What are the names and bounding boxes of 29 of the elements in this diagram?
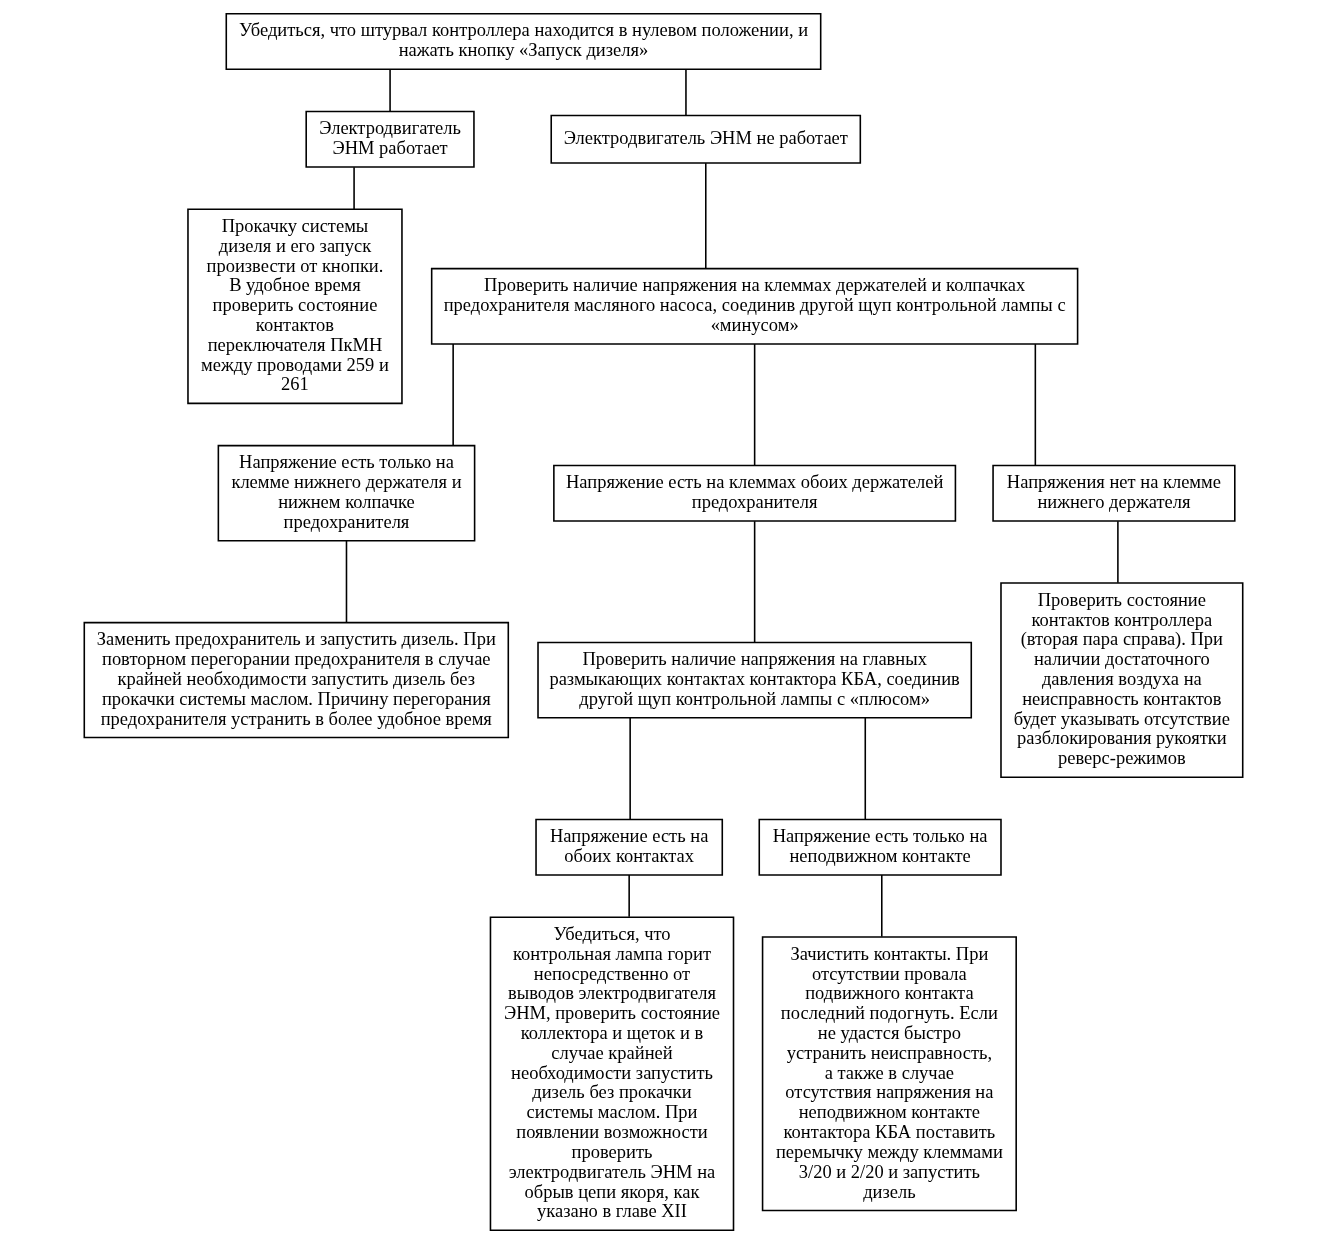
connector [627,874,630,918]
node-box: Проверить наличие напряжения на главных размыкающих контактах контактора КБА, соединив другой щуп контрольной лампы с «плюсом» [536,641,972,719]
connector [352,166,355,210]
connector [863,717,866,821]
connector [753,343,755,466]
node-box: Убедиться, что штурвал контроллера находится в нулевом положении, и нажать кнопку «Запуск дизеля» [225,12,821,70]
connector [684,68,687,116]
connector [451,343,454,447]
node-box: Напряжение есть только на неподвижном контакте [757,818,1002,876]
node-box: Прокачку системы дизеля и его запуск произвести от кнопки. В удобное время проверить состояние контактов переключателя ПкМН между проводами 259 и 261 [186,208,403,405]
node-box: Заменить предохранитель и запустить дизель. При повторном перегорании предохранителя в случае крайней необходимости запустить дизель без прокачки системы маслом. Причину перегорания предохранителя устранить в более удобное время [83,621,509,739]
node-box: Проверить наличие напряжения на клеммах держателей и колпачках предохранителя масляного насоса, соединив другой щуп контрольной лампы с «минусом» [430,267,1078,345]
connector [388,68,391,113]
node-box: Напряжения нет на клемме нижнего держателя [991,464,1236,522]
connector [628,717,631,821]
connector [704,162,707,269]
node-box: Напряжение есть только на клемме нижнего держателя и нижнем колпачке предохранителя [217,444,475,542]
node-box: Напряжение есть на обоих контактах [534,818,723,876]
node-box: Электродвигатель ЭНМ работает [304,110,475,168]
node-box: Электродвигатель ЭНМ не работает [549,114,861,164]
node-box: Напряжение есть на клеммах обоих держателей предохранителя [552,464,956,522]
connector [1034,343,1036,466]
node-box: Проверить состояние контактов контроллера (вторая пара справа). При наличии достаточного давления воздуха на неисправность контактов будет указывать отсутствие разблокирования рукоятки реверс-режимов [999,582,1243,778]
connector [880,874,883,938]
connector [345,540,347,624]
connector [753,520,755,643]
node-box: Убедиться, что контрольная лампа горит непосредственно от выводов электродвигателя ЭНМ, проверить состояние коллектора и щеток и в случае крайней необходимости запустить дизель без прокачки системы маслом. При появлении возможности проверить электродвигатель ЭНМ на обрыв цепи якоря, как указано в главе XII [489,916,734,1232]
connector [1116,520,1119,584]
node-box: Зачистить контакты. При отсутствии провала подвижного контакта последний подогнуть. Если не удастся быстро устранить неисправность, а также в случае отсутствия напряжения на неподвижном контакте контактора КБА поставить перемычку между клеммами 3/20 и 2/20 и запустить дизель [761,936,1017,1212]
